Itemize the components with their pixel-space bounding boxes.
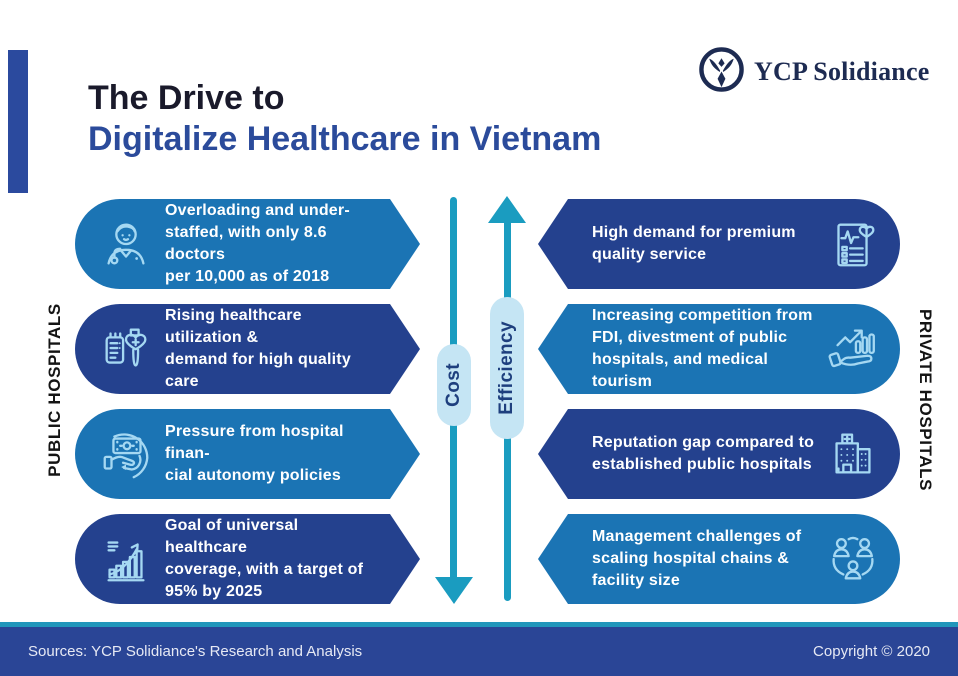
pill-arrow-tip <box>538 514 568 604</box>
public-item-text: Rising healthcare utilization & demand f… <box>165 306 351 391</box>
public-hospitals-label: PUBLIC HOSPITALS <box>45 303 64 477</box>
public-item-utilization: Rising healthcare utilization & demand f… <box>75 304 420 394</box>
efficiency-axis-label: Efficiency <box>490 297 524 439</box>
public-item-financial-autonomy: Pressure from hospital finan- cial auton… <box>75 409 420 499</box>
copyright-text: Copyright © 2020 <box>813 643 930 660</box>
ycp-solidiance-logo: YCP Solidiance <box>698 46 929 98</box>
iv-heart-icon <box>97 320 155 378</box>
public-item-overloading: Overloading and under- staffed, with onl… <box>75 199 420 289</box>
public-item-universal-coverage: Goal of universal healthcare coverage, w… <box>75 514 420 604</box>
private-item-text: Management challenges of scaling hospita… <box>592 527 802 590</box>
pill-arrow-tip <box>390 514 420 604</box>
money-hand-icon <box>97 425 155 483</box>
pill-arrow-tip <box>538 409 568 499</box>
private-item-text: Increasing competition from FDI, divestm… <box>592 306 813 391</box>
pill-arrow-tip <box>538 304 568 394</box>
health-report-icon <box>824 215 882 273</box>
sources-text: Sources: YCP Solidiance's Research and A… <box>28 643 363 660</box>
pill-arrow-tip <box>390 199 420 289</box>
people-network-icon <box>824 530 882 588</box>
footer-bar: Sources: YCP Solidiance's Research and A… <box>0 627 958 676</box>
efficiency-arrow-up-head <box>488 196 526 223</box>
cost-axis-label: Cost <box>437 344 471 426</box>
title-line-1: The Drive to <box>88 79 285 117</box>
private-item-text: Reputation gap compared to established p… <box>592 433 815 473</box>
private-item-reputation-gap: Reputation gap compared to established p… <box>538 409 900 499</box>
private-hospitals-label: PRIVATE HOSPITALS <box>916 308 935 492</box>
private-item-premium-service: High demand for premium quality service <box>538 199 900 289</box>
logo-wordmark: YCP Solidiance <box>754 57 930 86</box>
pill-arrow-tip <box>390 304 420 394</box>
public-item-text: Overloading and under- staffed, with onl… <box>165 201 350 286</box>
doctor-icon <box>97 215 155 273</box>
hospital-building-icon <box>824 425 882 483</box>
title-accent-bar <box>8 50 28 193</box>
public-item-text: Pressure from hospital finan- cial auton… <box>165 422 344 485</box>
page-title: The Drive to Digitalize Healthcare in Vi… <box>88 78 601 161</box>
hand-chart-icon <box>824 320 882 378</box>
pill-arrow-tip <box>538 199 568 289</box>
ycp-logo-icon <box>698 46 745 98</box>
private-item-text: High demand for premium quality service <box>592 223 796 263</box>
footer-divider <box>0 622 958 627</box>
pill-arrow-tip <box>390 409 420 499</box>
cost-arrow-down-head <box>435 577 473 604</box>
growth-chart-icon <box>97 530 155 588</box>
private-item-competition: Increasing competition from FDI, divestm… <box>538 304 900 394</box>
public-item-text: Goal of universal healthcare coverage, w… <box>165 516 364 601</box>
title-line-2: Digitalize Healthcare in Vietnam <box>88 120 602 159</box>
private-item-management-challenges: Management challenges of scaling hospita… <box>538 514 900 604</box>
